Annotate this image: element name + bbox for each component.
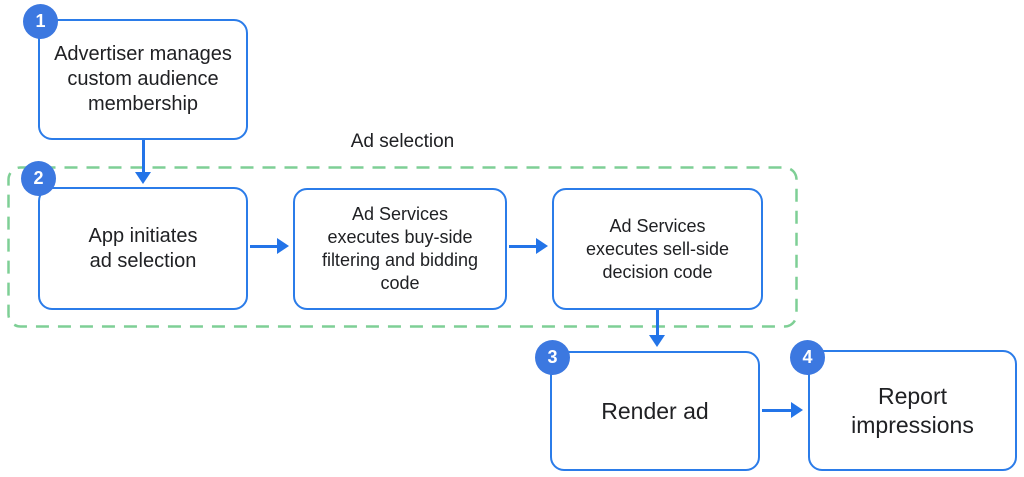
- step-badge-1: 1: [23, 4, 58, 39]
- ad-selection-group-border: [7, 166, 798, 328]
- ad-selection-group-label: Ad selection: [350, 131, 455, 152]
- arrow-head-right-icon: [277, 238, 289, 254]
- step-box-report-impressions: Report impressions: [808, 350, 1017, 471]
- step-badge-2: 2: [21, 161, 56, 196]
- arrow-shaft: [250, 244, 279, 248]
- arrow-head-right-icon: [536, 238, 548, 254]
- arrow-shaft: [141, 140, 145, 174]
- step-badge-4: 4: [790, 340, 825, 375]
- box-buy-side-code: Ad Services executes buy-side filtering …: [293, 188, 507, 310]
- arrow-shaft: [509, 244, 538, 248]
- arrow-shaft: [655, 310, 659, 337]
- step-box-advertiser-manages: Advertiser manages custom audience membe…: [38, 19, 248, 140]
- arrow-head-right-icon: [791, 402, 803, 418]
- step-box-app-initiates: App initiates ad selection: [38, 187, 248, 310]
- arrow-head-down-icon: [649, 335, 665, 347]
- step-badge-3: 3: [535, 340, 570, 375]
- arrow-shaft: [762, 408, 793, 412]
- step-box-render-ad: Render ad: [550, 351, 760, 471]
- arrow-head-down-icon: [135, 172, 151, 184]
- box-sell-side-code: Ad Services executes sell-side decision …: [552, 188, 763, 310]
